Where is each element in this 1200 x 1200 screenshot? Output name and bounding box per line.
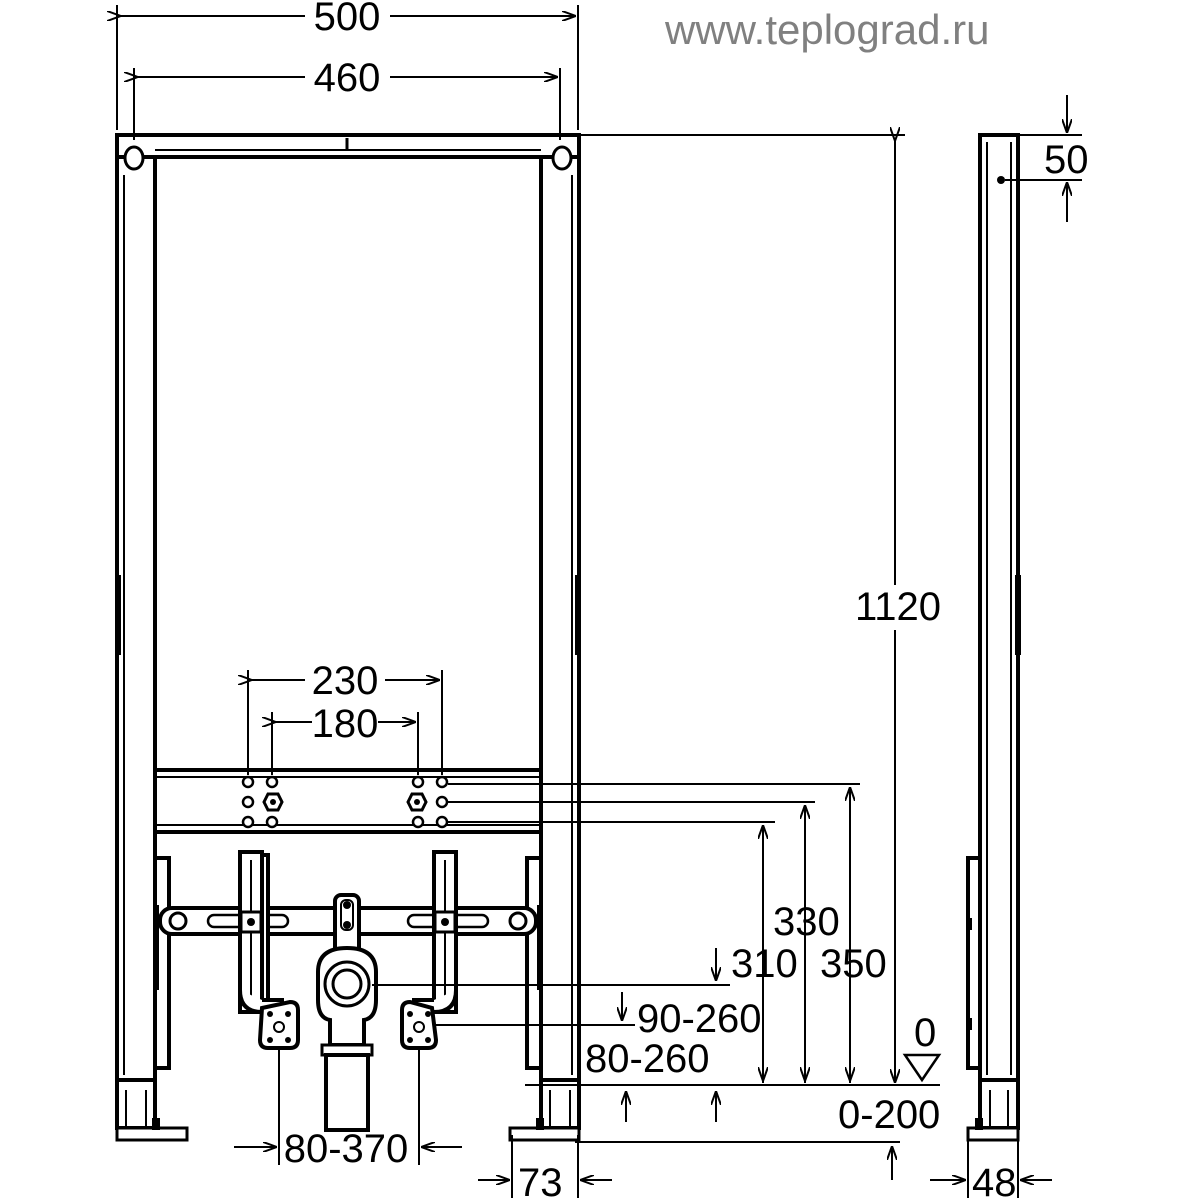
mount-hole-right [551, 145, 573, 171]
dim-73: 73 [518, 1161, 563, 1200]
dim-460: 460 [314, 56, 381, 100]
dim-230: 230 [312, 659, 379, 703]
dim-330: 330 [773, 900, 840, 944]
dim-50: 50 [1044, 138, 1089, 182]
dim-48: 48 [972, 1161, 1017, 1200]
plate-holes [241, 775, 449, 829]
right-slot-bracket [412, 850, 458, 1014]
mounting-plate-left [257, 999, 300, 1050]
dim-500: 500 [314, 0, 381, 39]
right-foot [508, 1078, 581, 1142]
front-frame [115, 133, 581, 1142]
dim-310: 310 [731, 942, 798, 986]
dim-80-260: 80-260 [585, 1037, 710, 1081]
dim-80-370: 80-370 [284, 1127, 409, 1171]
mount-hole-left [123, 145, 145, 171]
dim-90-260: 90-260 [637, 997, 762, 1041]
dimension-lines [117, 5, 1082, 1198]
floor-level-triangle [902, 1053, 942, 1083]
watermark-text: www.teplograd.ru [664, 6, 990, 53]
dim-floor-0: 0 [914, 1011, 936, 1055]
side-mount-hole [997, 176, 1005, 184]
left-post [115, 133, 157, 1082]
right-post [539, 133, 581, 1082]
dimension-labels: 500 460 1120 50 230 180 330 310 350 90-2… [284, 0, 1089, 1200]
side-post [978, 133, 1020, 1082]
side-foot [978, 1078, 1020, 1130]
mounting-plate-right [400, 999, 439, 1050]
dim-1120: 1120 [855, 585, 941, 629]
left-foot [115, 1078, 189, 1142]
dim-350: 350 [820, 942, 887, 986]
dim-180: 180 [312, 702, 379, 746]
drain-assembly [316, 893, 378, 1132]
dim-0-200: 0-200 [838, 1093, 940, 1137]
side-view-frame [966, 133, 1021, 1142]
